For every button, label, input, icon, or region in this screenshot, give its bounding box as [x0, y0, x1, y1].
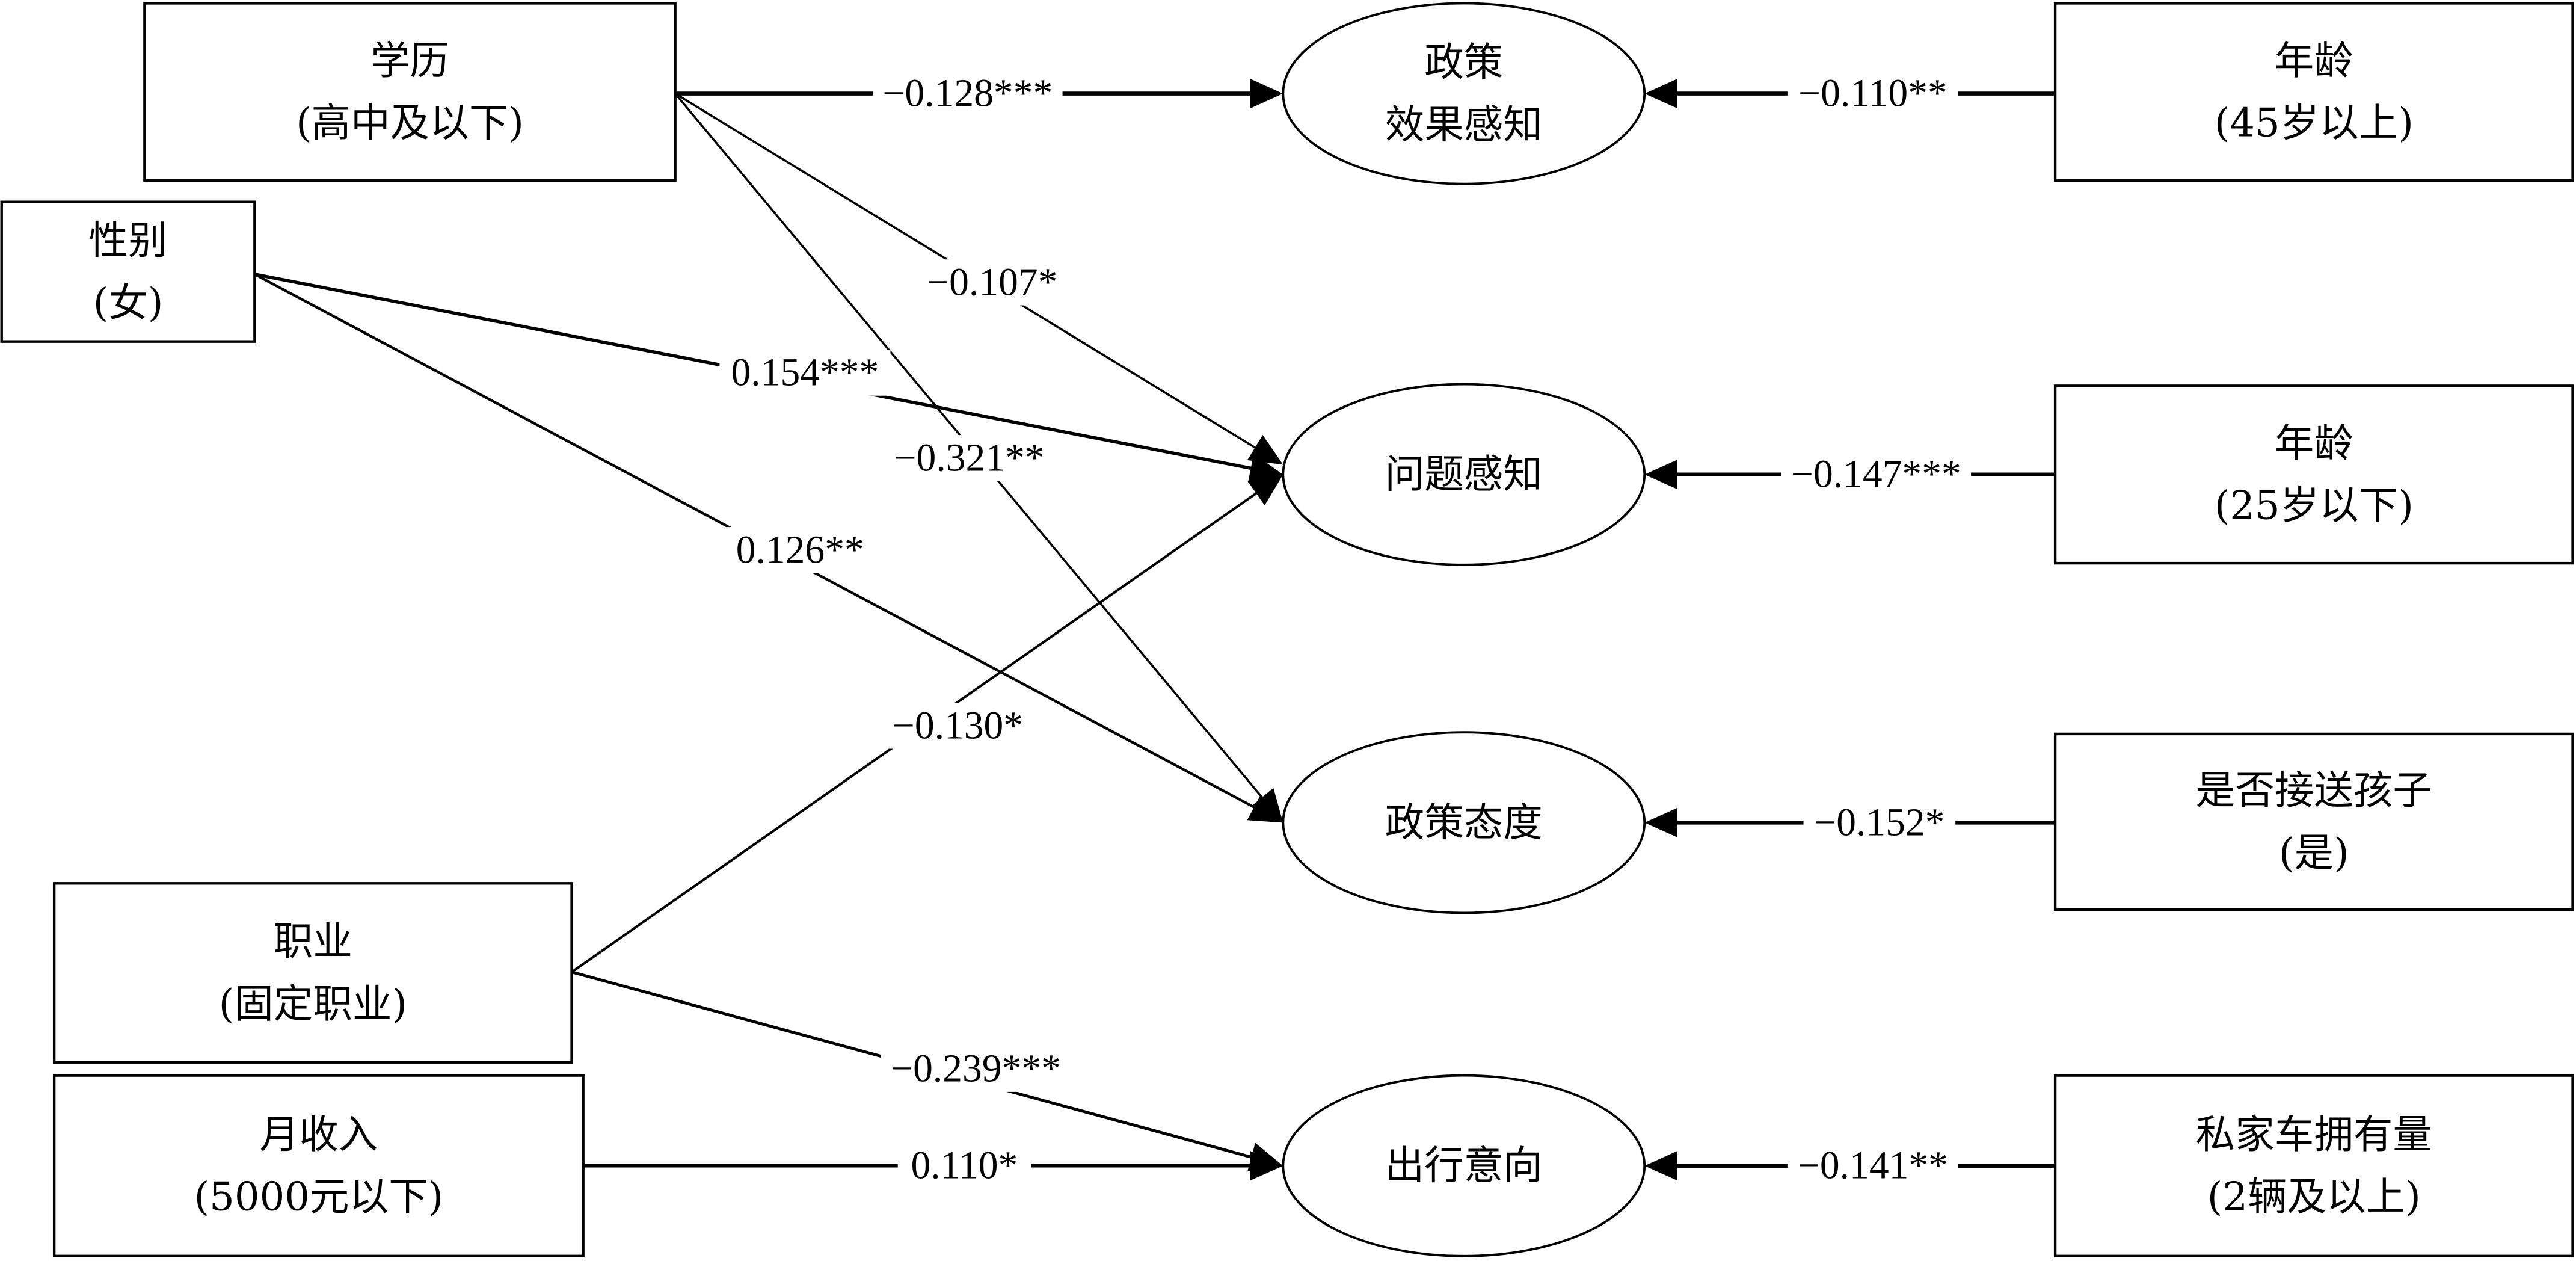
edge-income-to-travel: 0.110*: [583, 1142, 1283, 1189]
arrowhead-icon: [1247, 474, 1283, 506]
edge-education-to-problem: −0.107*: [674, 93, 1283, 465]
predictor-box-kids[interactable]: 是否接送孩子 (是): [2053, 732, 2574, 911]
predictor-title: 性别: [89, 218, 168, 264]
arrowhead-icon: [1644, 1151, 1677, 1181]
predictor-title: 学历: [370, 38, 449, 84]
edge-label-background: [1803, 800, 1956, 846]
arrowhead-icon: [1644, 807, 1677, 837]
predictor-subtitle: (固定职业): [219, 981, 407, 1027]
arrowhead-icon: [1250, 1151, 1283, 1181]
box-outline: [52, 882, 573, 1064]
edge-education-to-attitude: −0.321**: [674, 93, 1283, 823]
predictor-subtitle: (45岁以上): [2215, 100, 2414, 146]
path-coefficient-label: −0.107*: [927, 261, 1057, 304]
outcome-ellipse: [1282, 731, 1646, 914]
predictor-title: 职业: [274, 919, 352, 964]
predictor-box-age25[interactable]: 年龄 (25岁以下): [2053, 384, 2574, 565]
box-outline: [2053, 2, 2574, 182]
box-outline: [52, 1074, 585, 1257]
edge-label-background: [1787, 70, 1958, 117]
edge-label-background: [1781, 451, 1972, 498]
path-coefficient-label: 0.154***: [731, 351, 879, 395]
box-outline: [0, 200, 256, 343]
predictor-box-age45[interactable]: 年龄 (45岁以上): [2053, 2, 2574, 182]
predictor-subtitle: (是): [2279, 830, 2349, 876]
predictor-subtitle: (5000元以下): [194, 1174, 444, 1220]
arrowhead-icon: [1250, 79, 1283, 109]
edge-gender-to-problem: 0.154***: [254, 273, 1283, 483]
path-coefficient-label: −0.147***: [1791, 453, 1961, 496]
edge-label-background: [882, 703, 1034, 749]
path-coefficient-label: −0.239***: [891, 1047, 1061, 1091]
edge-label-background: [719, 350, 891, 396]
path-coefficient-label: −0.321**: [894, 436, 1045, 479]
edge-label-background: [1787, 1142, 1958, 1189]
outcome-node-problem[interactable]: 问题感知: [1282, 383, 1646, 566]
arrowhead-icon: [1644, 460, 1677, 490]
path-coefficient-label: −0.128***: [882, 72, 1053, 116]
edge-label-background: [881, 1046, 1071, 1092]
predictor-box-gender[interactable]: 性别 (女): [0, 200, 256, 343]
predictor-subtitle: (25岁以下): [2215, 483, 2414, 529]
predictor-title: 私家车拥有量: [2196, 1112, 2432, 1158]
predictor-title: 年龄: [2275, 38, 2353, 84]
arrowhead-icon: [1247, 454, 1283, 483]
edge-label-background: [724, 527, 876, 573]
outcome-label: 出行意向: [1385, 1143, 1543, 1189]
path-coefficient-label: 0.126**: [736, 528, 864, 572]
edge-occupation-to-problem: −0.130*: [571, 474, 1283, 973]
predictor-box-cars[interactable]: 私家车拥有量 (2辆及以上): [2053, 1074, 2574, 1257]
path-coefficient-label: −0.110**: [1798, 72, 1947, 116]
predictor-title: 是否接送孩子: [2196, 768, 2432, 813]
edge-label-background: [884, 435, 1055, 481]
edge-age45-to-policy_effect: −0.110**: [1644, 70, 2056, 117]
edge-education-to-policy_effect: −0.128***: [675, 70, 1283, 117]
path-coefficient-label: −0.130*: [893, 704, 1023, 747]
outcome-ellipse: [1282, 383, 1646, 566]
outcome-node-attitude[interactable]: 政策态度: [1282, 731, 1646, 914]
outcome-label: 政策态度: [1385, 800, 1543, 845]
predictor-box-education[interactable]: 学历 (高中及以下): [143, 2, 677, 182]
box-outline: [2053, 384, 2574, 565]
predictor-subtitle: (高中及以下): [296, 100, 524, 146]
arrowhead-icon: [1247, 794, 1283, 823]
predictor-box-income[interactable]: 月收入 (5000元以下): [52, 1074, 585, 1257]
edge-label-background: [873, 70, 1063, 117]
box-outline: [2053, 1074, 2574, 1257]
outcome-node-travel[interactable]: 出行意向: [1282, 1074, 1646, 1257]
edge-occupation-to-travel: −0.239***: [571, 970, 1283, 1172]
predictor-subtitle: (女): [93, 280, 164, 326]
edge-label-background: [897, 1142, 1031, 1189]
path-coefficient-label: 0.110*: [911, 1144, 1018, 1188]
edge-age25-to-problem: −0.147***: [1644, 451, 2056, 498]
predictor-title: 月收入: [260, 1112, 378, 1158]
outcome-ellipse: [1282, 2, 1646, 185]
box-outline: [2053, 732, 2574, 911]
predictor-title: 年龄: [2275, 421, 2353, 466]
outcome-label: 效果感知: [1385, 102, 1543, 147]
predictor-box-occupation[interactable]: 职业 (固定职业): [52, 882, 573, 1064]
arrowhead-icon: [1644, 79, 1677, 109]
path-coefficient-label: −0.152*: [1814, 801, 1944, 844]
edge-gender-to-attitude: 0.126**: [254, 273, 1283, 823]
edges-layer: −0.128*** −0.107* −0.321** 0.154*** 0.126** −…: [254, 70, 2056, 1189]
edge-cars-to-travel: −0.141**: [1644, 1142, 2056, 1189]
box-outline: [143, 2, 677, 182]
outcome-label: 政策: [1424, 40, 1503, 85]
predictor-subtitle: (2辆及以上): [2207, 1174, 2421, 1220]
outcome-ellipse: [1282, 1074, 1646, 1257]
edge-kids-to-attitude: −0.152*: [1644, 800, 2056, 846]
path-coefficient-label: −0.141**: [1798, 1144, 1948, 1188]
edge-label-background: [916, 259, 1069, 306]
outcome-label: 问题感知: [1385, 452, 1543, 498]
